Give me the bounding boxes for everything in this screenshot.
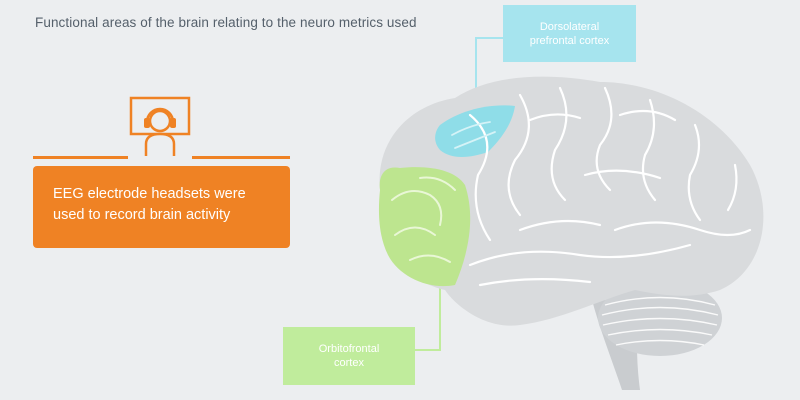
- dlpfc-callout: Dorsolateral prefrontal cortex: [503, 5, 636, 62]
- dlpfc-label-line-1: Dorsolateral: [539, 20, 600, 33]
- ofc-label-line-2: cortex: [334, 357, 364, 369]
- eeg-info-line-1: EEG electrode headsets were: [53, 186, 246, 202]
- dlpfc-label-line-2: prefrontal cortex: [529, 34, 610, 47]
- ofc-label-line-1: Orbitofrontal: [318, 343, 380, 355]
- dlpfc-leader-line: [475, 37, 503, 95]
- eeg-info-line-2: used to record brain activity: [53, 207, 231, 223]
- orbitofrontal-region: [378, 167, 471, 287]
- eeg-headset-icon: [129, 96, 191, 160]
- ofc-callout: Orbitofrontal cortex: [283, 327, 415, 385]
- divider-left: [33, 156, 128, 159]
- eeg-info-box: EEG electrode headsets were used to reco…: [33, 166, 290, 248]
- dorsolateral-prefrontal-region: [435, 105, 515, 157]
- page-title: Functional areas of the brain relating t…: [35, 15, 417, 30]
- ofc-leader-line: [415, 288, 441, 351]
- divider-right: [192, 156, 290, 159]
